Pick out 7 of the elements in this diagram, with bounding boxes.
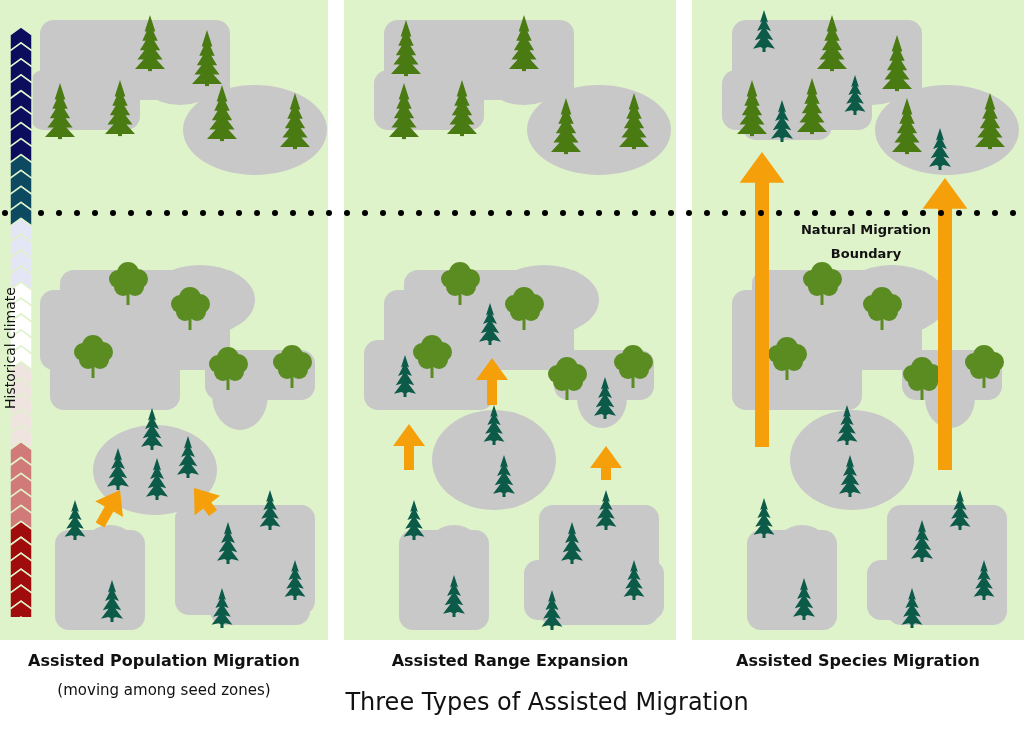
panel-heading: Assisted Population Migration bbox=[28, 651, 300, 670]
panel-heading: Assisted Range Expansion bbox=[391, 651, 629, 670]
panel-subheading: (moving among seed zones) bbox=[57, 681, 271, 699]
axis-label: Historical climate bbox=[2, 287, 18, 409]
boundary-label: Natural Migration Boundary bbox=[800, 221, 932, 263]
diagram-title: Three Types of Assisted Migration bbox=[345, 688, 749, 716]
panel-heading: Assisted Species Migration bbox=[736, 651, 980, 670]
